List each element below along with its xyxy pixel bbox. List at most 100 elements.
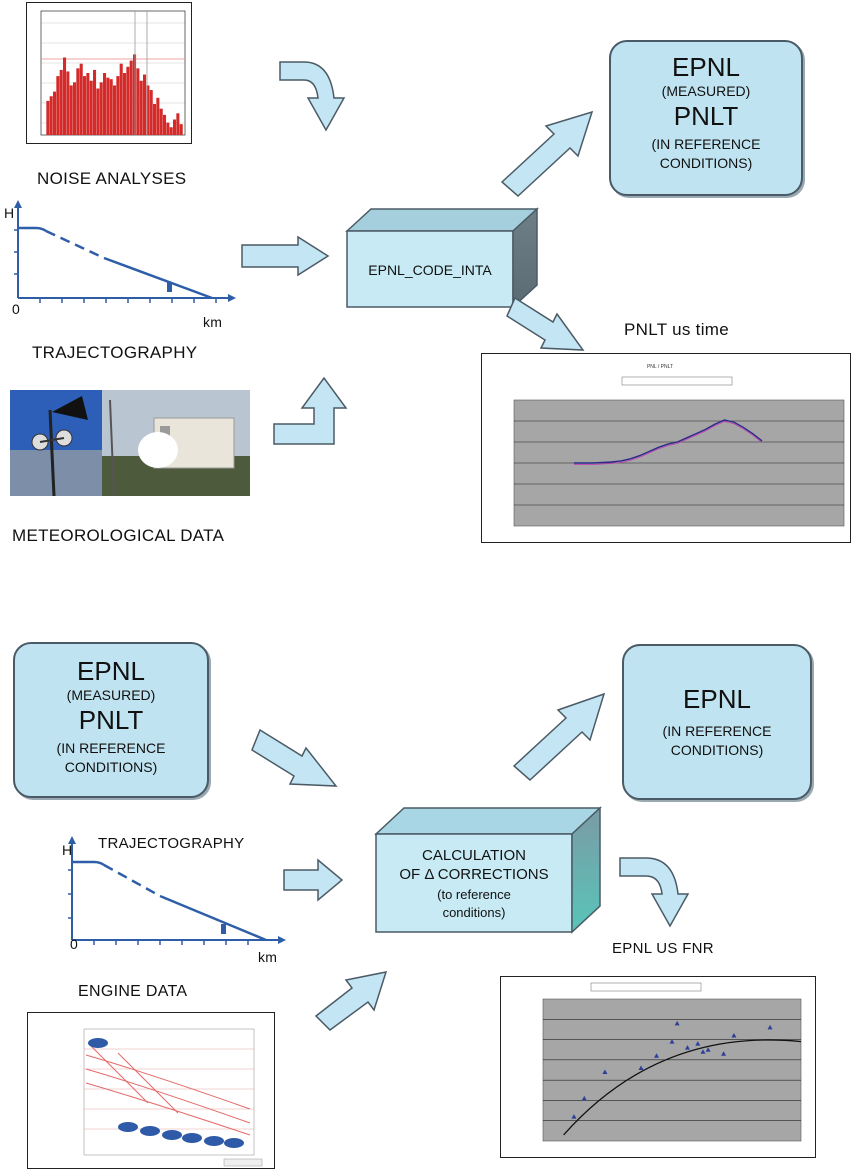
reference-label-line1: (IN REFERENCE — [651, 136, 761, 152]
histogram-bar — [166, 122, 170, 135]
trajectography-label: TRAJECTOGRAPHY — [98, 835, 245, 852]
histogram-bar — [79, 63, 83, 136]
histogram-bar — [106, 77, 110, 135]
histogram-bar — [73, 82, 77, 135]
scatter-point — [654, 1053, 660, 1058]
scatter-point — [731, 1033, 737, 1038]
epnl-fnr-chart-title: EPNL US FNR — [612, 940, 714, 957]
histogram-bar — [76, 68, 80, 135]
diagonal-arrow-icon — [512, 692, 606, 782]
histogram-bar — [149, 90, 153, 135]
engine-data-label: ENGINE DATA — [78, 983, 188, 1000]
pnlt-chart-title: PNLT us time — [624, 320, 730, 339]
histogram-bar — [169, 127, 173, 135]
histogram-bar — [56, 76, 60, 135]
right-arrow-icon — [241, 235, 330, 277]
turbofan-thrust-map-image — [27, 1012, 275, 1169]
histogram-bar — [63, 57, 67, 135]
trajectography-label: TRAJECTOGRAPHY — [32, 343, 198, 362]
pnlt-title: PNLT — [673, 101, 739, 131]
trajectory-zero-label: 0 — [70, 936, 79, 952]
curved-arrow-icon — [279, 61, 346, 132]
scatter-point — [767, 1024, 773, 1030]
pnlt-series-line — [574, 419, 763, 464]
svg-text:PNL / PNLT: PNL / PNLT — [647, 364, 673, 370]
reference-label-line2: CONDITIONS) — [670, 742, 764, 758]
process-cube-top — [345, 207, 539, 309]
histogram-bar — [156, 97, 160, 135]
histogram-bar — [159, 108, 163, 135]
measured-label: (MEASURED) — [66, 687, 156, 703]
noise-histogram-image — [26, 2, 192, 144]
diagonal-arrow-icon — [314, 971, 388, 1031]
diagonal-arrow-icon — [506, 296, 585, 351]
meteorological-photo — [10, 390, 250, 496]
histogram-bar — [59, 69, 63, 135]
diagonal-arrow-icon — [500, 110, 594, 198]
trajectory-km-label: km — [258, 949, 278, 965]
scatter-point — [700, 1049, 706, 1054]
histogram-bar — [89, 80, 93, 135]
right-arrow-icon — [283, 858, 344, 902]
reference-label-line2: CONDITIONS) — [64, 759, 158, 775]
histogram-bar — [46, 100, 50, 135]
reference-label-line1: (IN REFERENCE — [56, 740, 166, 756]
noise-analyses-label: NOISE ANALYSES — [37, 169, 187, 188]
reference-label-line2: CONDITIONS) — [659, 155, 753, 171]
histogram-bar — [86, 73, 90, 135]
scatter-point — [674, 1020, 680, 1026]
meteorological-data-label: METEOROLOGICAL DATA — [12, 526, 225, 545]
elbow-arrow-icon — [273, 376, 348, 445]
trajectory-h-label: H — [62, 842, 73, 858]
histogram-bar — [146, 85, 150, 135]
trajectory-zero-label: 0 — [12, 301, 21, 317]
scatter-point — [571, 1114, 577, 1119]
histogram-bar — [113, 85, 117, 135]
histogram-bar — [129, 60, 133, 135]
histogram-bar — [49, 96, 53, 135]
histogram-bar — [173, 119, 177, 135]
trajectory-graph — [68, 836, 286, 945]
calculation-label-line4: conditions) — [442, 905, 506, 920]
epnl-measured-box: EPNL (MEASURED) PNLT (IN REFERENCE CONDI… — [609, 40, 803, 196]
scatter-point — [669, 1039, 675, 1044]
reference-label-line1: (IN REFERENCE — [662, 723, 772, 739]
histogram-bar — [109, 79, 113, 135]
epnl-title: EPNL — [672, 52, 740, 82]
histogram-bar — [179, 124, 183, 135]
histogram-bar — [99, 82, 103, 135]
histogram-bar — [53, 91, 57, 135]
calculation-cube — [374, 806, 602, 934]
calculation-label-line2: OF Δ CORRECTIONS — [399, 866, 549, 883]
pnl-series-line — [574, 421, 763, 465]
histogram-bar — [143, 74, 147, 135]
diagonal-arrow-icon — [251, 728, 338, 787]
calculation-label-line1: CALCULATION — [422, 847, 526, 864]
scatter-point — [602, 1069, 608, 1075]
histogram-bar — [126, 66, 130, 135]
histogram-bar — [153, 104, 157, 135]
scatter-point — [581, 1095, 587, 1101]
pnlt-title: PNLT — [78, 705, 144, 735]
calculation-label-line3: (to reference — [437, 887, 511, 902]
trajectory-h-label: H — [4, 205, 15, 221]
histogram-bar — [103, 73, 107, 135]
measured-label: (MEASURED) — [661, 83, 751, 99]
histogram-bar — [123, 73, 127, 135]
curved-arrow-icon — [619, 857, 690, 928]
histogram-bar — [116, 76, 120, 135]
histogram-bar — [163, 114, 167, 135]
epnl-title: EPNL — [77, 656, 145, 686]
histogram-bar — [136, 68, 140, 135]
histogram-bar — [96, 88, 100, 135]
epnl-title: EPNL — [683, 684, 751, 714]
scatter-point — [705, 1047, 711, 1052]
regression-curve — [563, 1039, 802, 1136]
histogram-bar — [83, 76, 87, 135]
epnl-fnr-chart — [500, 976, 816, 1158]
histogram-bar — [133, 54, 137, 135]
histogram-bar — [119, 63, 123, 136]
pnlt-time-chart: PNL / PNLT — [481, 353, 851, 543]
scatter-point — [638, 1065, 644, 1070]
scatter-point — [721, 1051, 727, 1056]
